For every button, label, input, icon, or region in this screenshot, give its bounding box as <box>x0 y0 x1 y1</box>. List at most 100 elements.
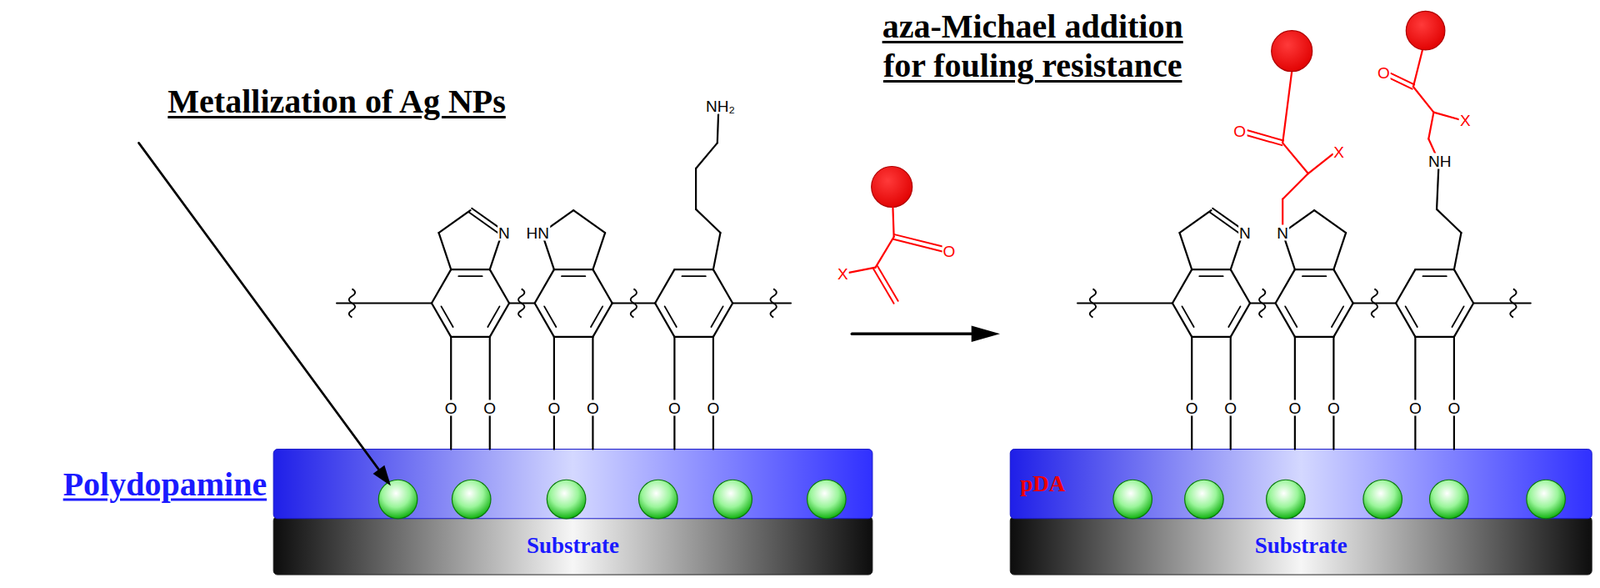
bond-line <box>695 168 697 210</box>
bond-line <box>1333 269 1353 303</box>
bond-line <box>713 269 733 303</box>
atom-label: O <box>1447 399 1462 415</box>
bond-line <box>561 275 585 277</box>
silver-nanoparticle <box>1363 479 1403 519</box>
bond-line <box>1436 209 1461 233</box>
bond-line <box>544 305 556 327</box>
bond-line <box>535 303 555 337</box>
bond-line <box>1302 275 1326 277</box>
polydopamine-layer <box>1010 449 1592 519</box>
atom-label: NH₂ <box>705 98 736 115</box>
atom-label: O <box>1232 122 1247 139</box>
bond-line <box>439 232 452 270</box>
bond-line <box>1388 77 1412 89</box>
bond-line <box>1285 305 1297 327</box>
bond-line <box>1413 50 1423 87</box>
bond-line <box>1282 71 1292 144</box>
atom-label: O <box>667 399 682 415</box>
layer-label: Substrate <box>1010 532 1592 559</box>
bond-line <box>732 301 791 304</box>
atom-label: O <box>1223 399 1238 415</box>
atom-label: O <box>547 399 562 415</box>
bond-line <box>877 265 898 301</box>
bond-line <box>1451 305 1464 327</box>
wavy-bond <box>770 288 776 317</box>
bond-line <box>713 303 733 337</box>
bond-line <box>849 267 876 273</box>
title: aza-Michael addition for fouling resista… <box>867 6 1198 85</box>
functional-group <box>1405 10 1445 50</box>
polydopamine-layer <box>273 449 873 519</box>
bond-line <box>439 210 471 233</box>
bond-line <box>674 335 714 338</box>
bond-line <box>450 336 452 450</box>
bond-line <box>1414 336 1416 450</box>
atom-label: O <box>444 399 459 415</box>
substrate-layer: Substrate <box>1010 516 1592 575</box>
atom-label: O <box>941 243 956 260</box>
bond-line <box>1333 303 1353 337</box>
bond-line <box>1428 112 1434 140</box>
bond-line <box>892 206 894 236</box>
bond-line <box>592 269 612 303</box>
atom-label: O <box>585 399 600 415</box>
functional-group <box>1271 30 1313 72</box>
bond-line <box>1308 154 1333 174</box>
layer-heading: Polydopamine <box>63 464 267 504</box>
wavy-bond <box>1090 288 1096 317</box>
bond-line <box>1210 212 1242 235</box>
bond-line <box>487 305 500 327</box>
bond-line <box>431 269 451 303</box>
silver-nanoparticle <box>1526 479 1566 519</box>
bond-line <box>1454 232 1462 270</box>
atom-label: O <box>482 399 497 415</box>
bond-line <box>1230 269 1250 303</box>
silver-nanoparticle <box>639 479 679 519</box>
silver-nanoparticle <box>713 479 753 519</box>
bond-line <box>1228 305 1240 327</box>
bond-line <box>440 305 453 327</box>
silver-nanoparticle <box>1185 479 1225 519</box>
bond-line <box>1454 269 1474 303</box>
atom-label: O <box>1287 399 1302 415</box>
pointer-arrow-head <box>373 465 391 486</box>
silver-nanoparticle <box>1430 479 1470 519</box>
bond-line <box>851 331 975 335</box>
bond-line <box>1436 163 1439 210</box>
bond-line <box>717 114 719 143</box>
bond-line <box>1180 232 1193 270</box>
bond-line <box>1295 268 1335 270</box>
bond-line <box>1191 335 1231 338</box>
wavy-bond <box>518 288 525 317</box>
bond-line <box>695 142 718 169</box>
bond-line <box>710 305 723 327</box>
bond-line <box>1331 305 1344 327</box>
bond-line <box>1395 303 1415 337</box>
substrate-layer <box>273 515 873 575</box>
atom-label: N <box>1275 225 1290 241</box>
bond-line <box>1395 269 1415 303</box>
bond-line <box>1191 268 1231 270</box>
bond-line <box>712 336 715 450</box>
bond-line <box>489 336 491 450</box>
coating-layer: pDA <box>1010 449 1592 519</box>
bond-line <box>490 269 510 303</box>
bond-line <box>894 234 944 247</box>
atom-label: O <box>706 399 721 415</box>
bond-line <box>673 336 675 450</box>
bond-line <box>431 303 451 337</box>
bond-line <box>591 336 594 450</box>
substrate-layer: Substrate <box>273 516 873 575</box>
bond-line <box>873 268 894 304</box>
bond-line <box>450 268 490 270</box>
bond-line <box>1405 305 1418 327</box>
silver-nanoparticle <box>546 479 586 519</box>
wavy-bond <box>1510 288 1516 317</box>
silver-nanoparticle <box>807 479 847 519</box>
bond-line <box>655 303 675 337</box>
functional-group <box>871 166 913 208</box>
layer-label: Substrate <box>273 532 873 559</box>
bond-line <box>1295 335 1335 338</box>
bond-line <box>592 303 612 337</box>
bond-line <box>553 336 555 450</box>
